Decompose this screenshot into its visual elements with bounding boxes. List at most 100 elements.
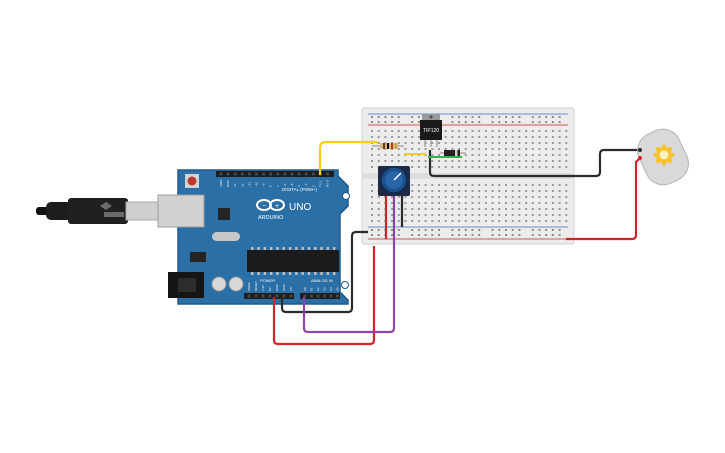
header-pin[interactable] [282, 294, 286, 298]
breadboard-hole[interactable] [491, 190, 494, 192]
breadboard-hole[interactable] [431, 184, 434, 186]
header-pin[interactable] [248, 172, 251, 176]
breadboard-hole[interactable] [538, 214, 541, 216]
header-pin[interactable] [254, 294, 258, 298]
breadboard-hole[interactable] [551, 196, 554, 198]
breadboard-hole[interactable] [377, 142, 380, 144]
breadboard-hole[interactable] [525, 154, 528, 156]
breadboard-hole[interactable] [518, 130, 521, 132]
breadboard-hole[interactable] [438, 160, 440, 162]
breadboard-hole[interactable] [471, 202, 474, 204]
breadboard-hole[interactable] [538, 208, 541, 210]
breadboard-hole[interactable] [417, 130, 420, 132]
header-pin[interactable] [261, 294, 265, 298]
breadboard-hole[interactable] [525, 136, 528, 138]
breadboard-hole[interactable] [491, 148, 494, 150]
breadboard-hole[interactable] [471, 154, 474, 156]
breadboard-hole[interactable] [525, 190, 528, 192]
breadboard-hole[interactable] [565, 160, 568, 162]
breadboard-hole[interactable] [431, 234, 434, 236]
breadboard-hole[interactable] [511, 196, 514, 198]
breadboard-hole[interactable] [424, 208, 427, 210]
breadboard-hole[interactable] [417, 190, 420, 192]
breadboard-hole[interactable] [551, 202, 554, 204]
header-pin[interactable] [323, 294, 326, 298]
breadboard-hole[interactable] [551, 190, 554, 192]
header-pin[interactable] [262, 172, 265, 176]
breadboard-hole[interactable] [484, 160, 487, 162]
breadboard-hole[interactable] [371, 214, 373, 216]
breadboard-hole[interactable] [518, 148, 521, 150]
breadboard-hole[interactable] [498, 202, 501, 204]
breadboard-hole[interactable] [518, 214, 521, 216]
breadboard-hole[interactable] [551, 229, 554, 231]
breadboard-hole[interactable] [451, 196, 454, 198]
breadboard-hole[interactable] [438, 202, 440, 204]
breadboard-hole[interactable] [431, 214, 434, 216]
breadboard-hole[interactable] [444, 166, 447, 168]
breadboard-hole[interactable] [565, 154, 568, 156]
breadboard-hole[interactable] [538, 202, 541, 204]
breadboard-hole[interactable] [565, 214, 568, 216]
breadboard-hole[interactable] [531, 190, 534, 192]
breadboard-hole[interactable] [525, 214, 528, 216]
breadboard-hole[interactable] [464, 116, 467, 118]
breadboard-hole[interactable] [391, 208, 394, 210]
breadboard-hole[interactable] [411, 116, 414, 118]
breadboard-hole[interactable] [444, 196, 447, 198]
breadboard-hole[interactable] [451, 116, 454, 118]
breadboard-hole[interactable] [531, 130, 534, 132]
breadboard-hole[interactable] [431, 154, 434, 156]
breadboard-hole[interactable] [384, 130, 387, 132]
breadboard-hole[interactable] [424, 142, 427, 144]
breadboard-hole[interactable] [417, 142, 420, 144]
breadboard-hole[interactable] [377, 229, 380, 231]
breadboard-hole[interactable] [558, 142, 561, 144]
breadboard-hole[interactable] [498, 142, 501, 144]
breadboard-hole[interactable] [371, 136, 373, 138]
breadboard-hole[interactable] [431, 142, 434, 144]
breadboard-hole[interactable] [391, 234, 394, 236]
breadboard-hole[interactable] [424, 229, 427, 231]
breadboard-hole[interactable] [411, 220, 414, 222]
breadboard-hole[interactable] [498, 121, 501, 123]
breadboard-hole[interactable] [538, 166, 541, 168]
breadboard-hole[interactable] [471, 166, 474, 168]
breadboard-hole[interactable] [451, 190, 454, 192]
breadboard-hole[interactable] [531, 184, 534, 186]
breadboard-hole[interactable] [538, 130, 541, 132]
breadboard-hole[interactable] [424, 160, 427, 162]
breadboard-hole[interactable] [451, 214, 454, 216]
breadboard-hole[interactable] [478, 196, 481, 198]
breadboard-hole[interactable] [518, 220, 521, 222]
breadboard-hole[interactable] [538, 142, 541, 144]
breadboard-hole[interactable] [424, 214, 427, 216]
breadboard-hole[interactable] [458, 130, 461, 132]
header-pin[interactable] [283, 172, 287, 176]
breadboard-hole[interactable] [404, 220, 407, 222]
breadboard-hole[interactable] [558, 166, 561, 168]
breadboard-hole[interactable] [417, 229, 420, 231]
breadboard-hole[interactable] [471, 196, 474, 198]
breadboard-hole[interactable] [565, 142, 568, 144]
breadboard-hole[interactable] [464, 154, 467, 156]
breadboard-hole[interactable] [505, 184, 507, 186]
breadboard-hole[interactable] [484, 220, 487, 222]
breadboard-hole[interactable] [498, 184, 501, 186]
breadboard-hole[interactable] [478, 208, 481, 210]
breadboard-hole[interactable] [545, 208, 548, 210]
breadboard-hole[interactable] [525, 130, 528, 132]
breadboard-hole[interactable] [438, 220, 440, 222]
breadboard-hole[interactable] [458, 121, 461, 123]
breadboard-hole[interactable] [545, 148, 548, 150]
breadboard-hole[interactable] [551, 184, 554, 186]
breadboard-hole[interactable] [458, 190, 461, 192]
breadboard-hole[interactable] [451, 229, 454, 231]
breadboard-hole[interactable] [551, 220, 554, 222]
breadboard-hole[interactable] [431, 190, 434, 192]
breadboard-hole[interactable] [471, 148, 474, 150]
breadboard-hole[interactable] [531, 148, 534, 150]
breadboard-hole[interactable] [551, 130, 554, 132]
breadboard-hole[interactable] [538, 184, 541, 186]
breadboard-hole[interactable] [491, 160, 494, 162]
